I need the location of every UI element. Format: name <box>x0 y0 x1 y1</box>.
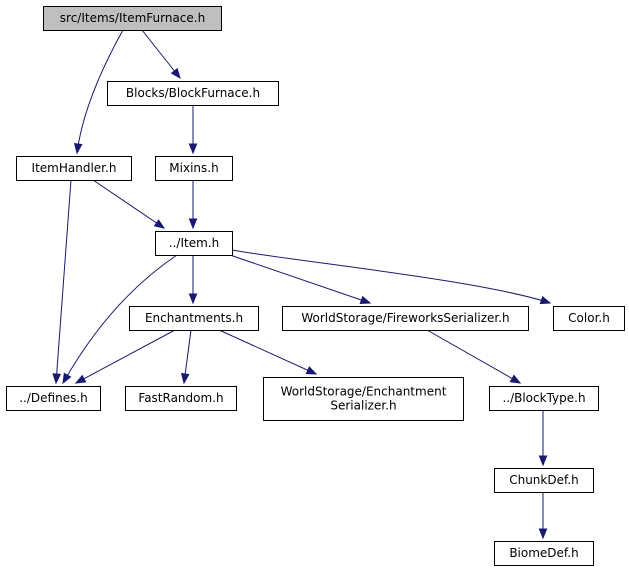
edge-line <box>229 254 371 304</box>
node-label: Color.h <box>568 311 610 325</box>
node-itemhandler[interactable]: ItemHandler.h <box>16 156 132 181</box>
nodes-layer: src/Items/ItemFurnace.hBlocks/BlockFurna… <box>6 6 625 566</box>
node-root: src/Items/ItemFurnace.h <box>43 6 222 31</box>
node-mixins[interactable]: Mixins.h <box>155 156 233 181</box>
edge-item-to-enchantments <box>188 255 198 305</box>
node-box <box>107 81 279 106</box>
edge-arrowhead <box>153 219 166 229</box>
node-label: Mixins.h <box>169 161 218 175</box>
node-fireworks[interactable]: WorldStorage/FireworksSerializer.h <box>282 306 529 331</box>
edge-arrowhead <box>188 143 198 155</box>
node-box <box>6 386 101 411</box>
node-box <box>263 377 464 421</box>
edge-arrowhead <box>180 373 190 385</box>
edge-line <box>92 179 165 229</box>
edge-root-to-blockfurnace <box>141 29 181 80</box>
edge-arrowhead <box>73 143 83 155</box>
node-label: ../Defines.h <box>19 391 88 405</box>
node-label: FastRandom.h <box>138 391 223 405</box>
edges-layer <box>52 29 552 540</box>
node-label: ChunkDef.h <box>509 473 579 487</box>
edge-arrowhead <box>359 295 372 305</box>
node-label: BiomeDef.h <box>509 546 578 560</box>
edge-arrowhead <box>188 293 198 305</box>
edge-enchantments-to-enchserializer <box>218 329 318 375</box>
node-label: Serializer.h <box>330 399 396 413</box>
node-label: WorldStorage/FireworksSerializer.h <box>301 311 509 325</box>
node-enchantments[interactable]: Enchantments.h <box>129 306 259 331</box>
node-fastrandom[interactable]: FastRandom.h <box>125 386 237 411</box>
node-box <box>43 6 222 31</box>
edge-line <box>76 29 124 154</box>
edge-blocktype-to-chunkdef <box>538 410 548 467</box>
edge-arrowhead <box>188 218 198 230</box>
edge-line <box>75 329 176 384</box>
edge-item-to-color <box>231 249 552 305</box>
edge-line <box>55 179 72 384</box>
edge-itemhandler-to-item <box>92 179 166 229</box>
edge-line <box>62 254 178 384</box>
node-box <box>129 306 259 331</box>
edge-line <box>218 329 317 375</box>
node-blocktype[interactable]: ../BlockType.h <box>489 386 599 411</box>
node-color[interactable]: Color.h <box>553 306 625 331</box>
edge-arrowhead <box>538 455 548 467</box>
edge-line <box>141 29 181 79</box>
edge-arrowhead <box>170 67 181 80</box>
node-box <box>489 386 599 411</box>
edge-arrowhead <box>52 373 62 385</box>
edge-arrowhead <box>74 374 87 384</box>
edge-arrowhead <box>539 295 552 305</box>
node-label: WorldStorage/Enchantment <box>281 385 447 399</box>
node-box <box>16 156 132 181</box>
edge-enchantments-to-fastrandom <box>180 329 192 385</box>
edge-root-to-itemhandler <box>73 29 124 155</box>
node-box <box>155 156 233 181</box>
node-blockfurnace[interactable]: Blocks/BlockFurnace.h <box>107 81 279 106</box>
edge-line <box>231 249 551 304</box>
node-item[interactable]: ../Item.h <box>155 231 233 256</box>
node-box <box>155 231 233 256</box>
edge-fireworks-to-blocktype <box>426 329 522 384</box>
node-label: ItemHandler.h <box>32 161 117 175</box>
edge-item-to-fireworks <box>229 254 372 305</box>
edge-itemhandler-to-defines <box>52 179 72 385</box>
node-box <box>282 306 529 331</box>
node-label: Enchantments.h <box>145 311 243 325</box>
node-label: Blocks/BlockFurnace.h <box>126 86 260 100</box>
edge-line <box>426 329 521 384</box>
edge-enchantments-to-defines <box>74 329 176 384</box>
node-label: src/Items/ItemFurnace.h <box>60 11 205 25</box>
edge-arrowhead <box>62 372 72 385</box>
edge-arrowhead <box>538 528 548 540</box>
node-box <box>125 386 237 411</box>
node-chunkdef[interactable]: ChunkDef.h <box>494 468 594 493</box>
node-label: ../BlockType.h <box>502 391 585 405</box>
edge-item-to-defines <box>62 254 178 385</box>
edge-arrowhead <box>305 366 318 375</box>
edge-mixins-to-item <box>188 180 198 230</box>
edge-arrowhead <box>509 374 522 384</box>
node-biomedef[interactable]: BiomeDef.h <box>494 541 594 566</box>
edge-chunkdef-to-biomedef <box>538 492 548 540</box>
edge-blockfurnace-to-mixins <box>188 105 198 155</box>
node-box <box>494 468 594 493</box>
node-defines[interactable]: ../Defines.h <box>6 386 101 411</box>
node-label: ../Item.h <box>169 236 219 250</box>
node-box <box>494 541 594 566</box>
node-box <box>553 306 625 331</box>
